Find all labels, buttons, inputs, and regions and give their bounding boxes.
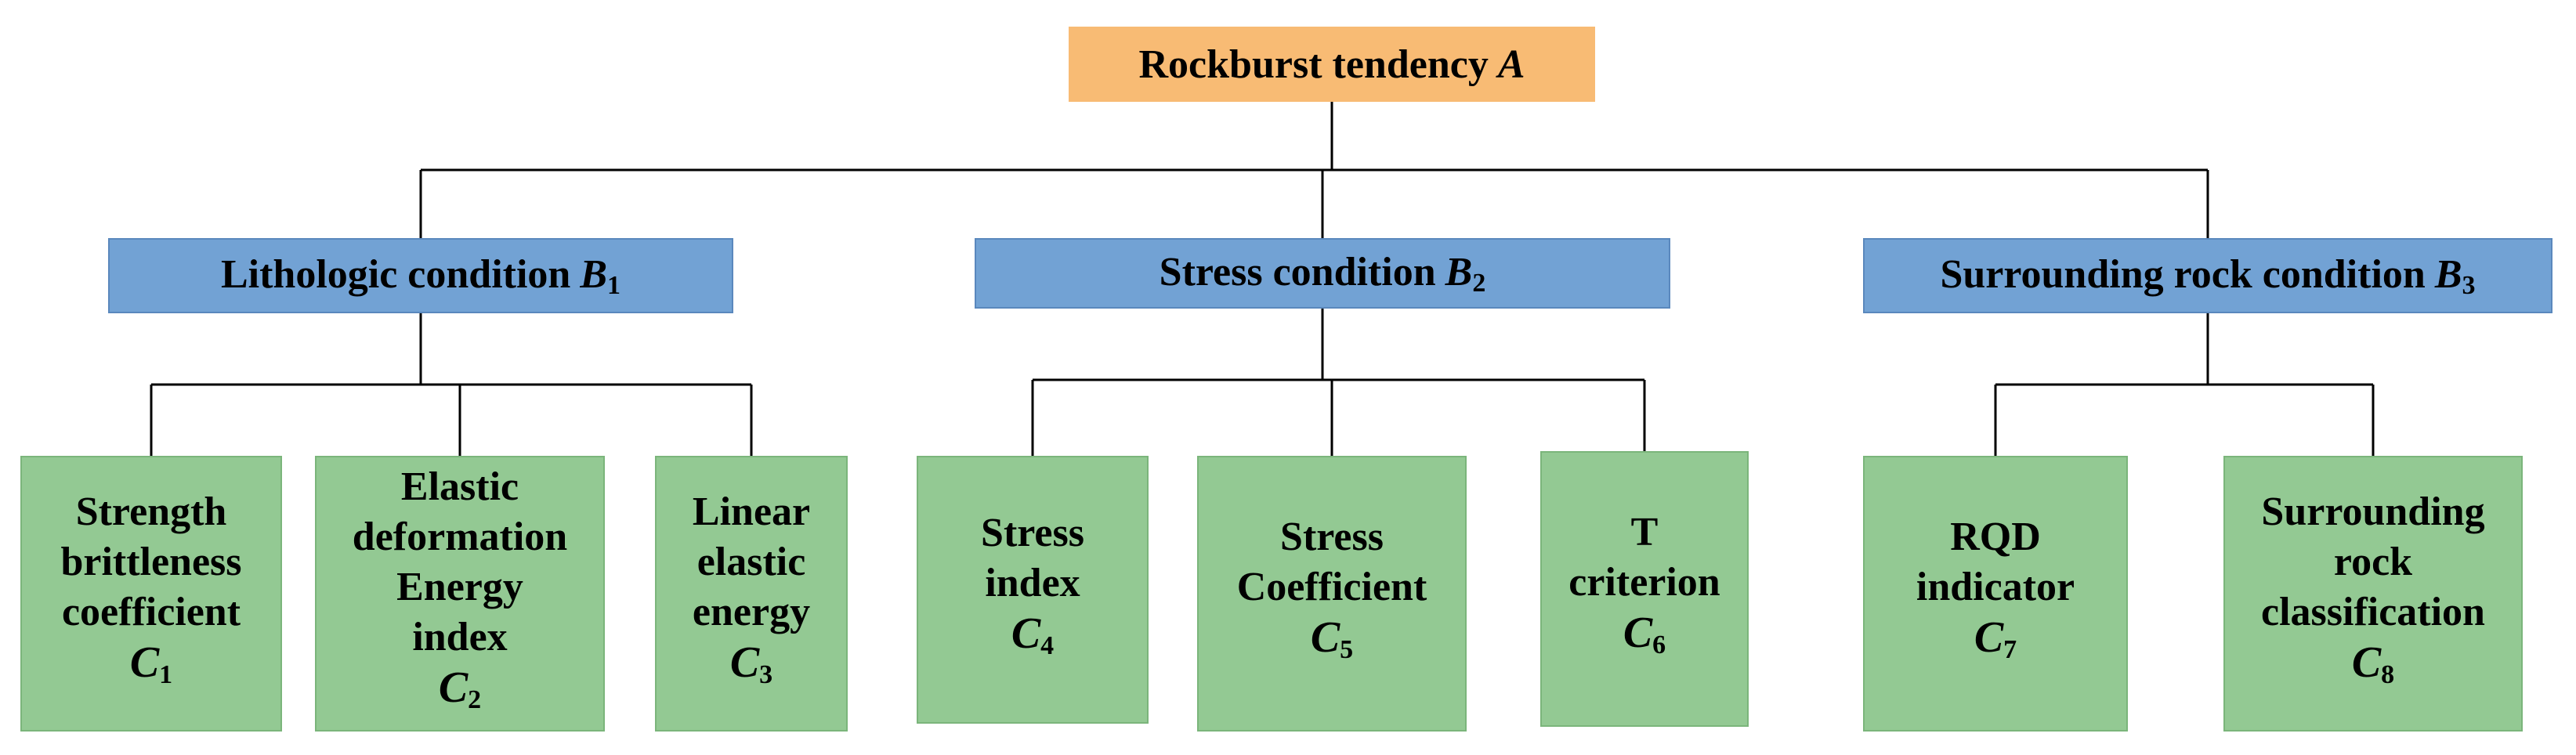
- indicator-c6-symbol: C6: [1623, 608, 1666, 670]
- indicator-c6-line: T: [1630, 510, 1659, 555]
- criteria-b3-letter: B: [2434, 251, 2462, 297]
- indicator-c6-subscript: 6: [1652, 630, 1666, 659]
- indicator-node-c4: Stress index C4: [917, 456, 1149, 724]
- indicator-c8-symbol: C8: [2352, 638, 2394, 700]
- criteria-b2-letter: B: [1445, 249, 1473, 294]
- indicator-c4-line: Stress: [981, 511, 1084, 555]
- criteria-b3-label: Surrounding rock condition: [1940, 251, 2426, 297]
- indicator-c1-symbol: C1: [130, 638, 172, 700]
- indicator-c5-line: Coefficient: [1236, 565, 1427, 609]
- indicator-node-c2: Elastic deformation Energy index C2: [315, 456, 605, 732]
- indicator-c2-line: deformation: [352, 515, 568, 559]
- indicator-node-c8: Surrounding rock classification C8: [2223, 456, 2523, 732]
- indicator-node-c1: Strength brittleness coefficient C1: [20, 456, 282, 732]
- indicator-node-c7: RQD indicator C7: [1863, 456, 2128, 732]
- indicator-c3-symbol: C3: [730, 638, 772, 700]
- indicator-c3-line: elastic: [696, 540, 806, 584]
- criteria-b3-subscript: 3: [2462, 270, 2476, 300]
- indicator-c3-line: energy: [692, 590, 811, 634]
- indicator-c7-letter: C: [1974, 613, 2004, 662]
- indicator-c7-symbol: C7: [1974, 612, 2017, 675]
- indicator-c8-letter: C: [2351, 638, 2382, 687]
- indicator-c7-subscript: 7: [2003, 635, 2017, 664]
- indicator-c1-line: Strength: [75, 489, 227, 534]
- criteria-b2-symbol: B2: [1445, 249, 1486, 298]
- root-symbol: A: [1497, 42, 1525, 87]
- indicator-c5-letter: C: [1310, 613, 1340, 662]
- indicator-c1-line: brittleness: [60, 540, 242, 584]
- indicator-node-c3: Linear elastic energy C3: [655, 456, 848, 732]
- indicator-c1-subscript: 1: [159, 660, 173, 689]
- indicator-c4-subscript: 4: [1040, 631, 1055, 660]
- indicator-c4-letter: C: [1011, 609, 1041, 658]
- indicator-c6-line: criterion: [1568, 560, 1720, 605]
- indicator-c2-letter: C: [438, 663, 469, 712]
- criteria-b1-label: Lithologic condition: [220, 251, 571, 297]
- indicator-c5-symbol: C5: [1311, 612, 1353, 675]
- indicator-c8-subscript: 8: [2381, 660, 2395, 689]
- indicator-c5-line: Stress: [1280, 515, 1384, 559]
- indicator-c2-symbol: C2: [439, 663, 481, 725]
- indicator-c2-subscript: 2: [468, 685, 482, 714]
- criteria-b2-label: Stress condition: [1159, 249, 1436, 294]
- indicator-c4-line: index: [985, 561, 1080, 605]
- indicator-c2-line: Elastic: [400, 464, 519, 509]
- indicator-c5-subscript: 5: [1340, 635, 1354, 664]
- criteria-b1-subscript: 1: [607, 270, 621, 300]
- indicator-c2-line: Energy: [396, 565, 523, 609]
- criteria-b2-subscript: 2: [1472, 268, 1486, 298]
- root-label: Rockburst tendency: [1138, 42, 1489, 87]
- indicator-c8-line: rock: [2333, 540, 2413, 584]
- indicator-node-c6: T criterion C6: [1540, 451, 1749, 727]
- indicator-c6-letter: C: [1623, 609, 1653, 657]
- criteria-b3-symbol: B3: [2434, 251, 2476, 300]
- indicator-c3-letter: C: [729, 638, 760, 687]
- indicator-node-c5: Stress Coefficient C5: [1197, 456, 1467, 732]
- criteria-b1-letter: B: [580, 251, 608, 297]
- indicator-c8-line: classification: [2261, 590, 2485, 634]
- indicator-c1-letter: C: [129, 638, 160, 687]
- indicator-c3-line: Linear: [692, 489, 811, 534]
- indicator-c8-line: Surrounding: [2261, 489, 2485, 534]
- criteria-b1-symbol: B1: [580, 251, 621, 300]
- indicator-c1-line: coefficient: [61, 590, 241, 634]
- indicator-c2-line: index: [412, 615, 508, 659]
- indicator-c7-line: RQD: [1950, 515, 2041, 559]
- indicator-c4-symbol: C4: [1011, 609, 1054, 671]
- indicator-c7-line: indicator: [1916, 565, 2075, 609]
- indicator-c3-subscript: 3: [759, 660, 773, 689]
